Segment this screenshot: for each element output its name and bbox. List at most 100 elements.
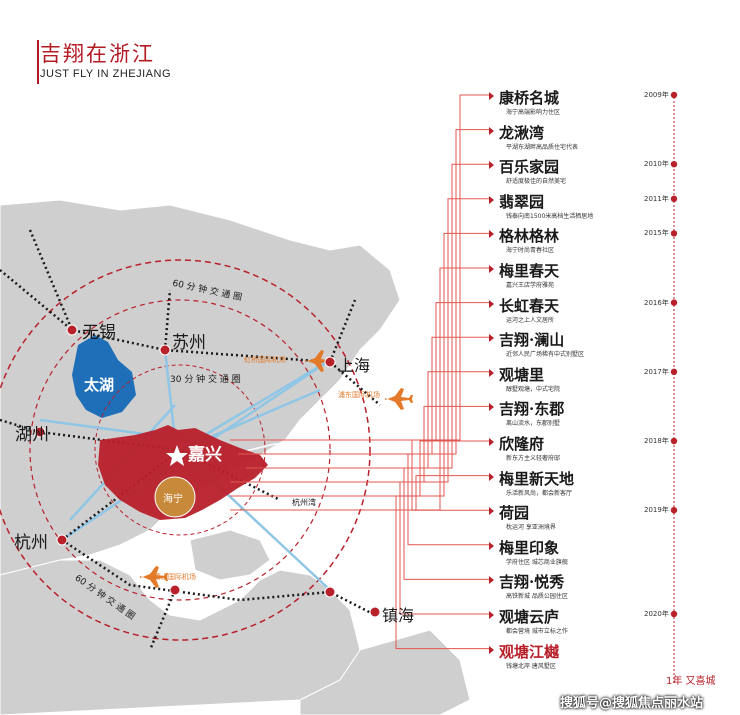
timeline-item: 观塘江樾钱塘北岸 唐风墅区 bbox=[489, 642, 662, 675]
project-name: 观塘江樾 bbox=[499, 642, 560, 661]
taihu-lake bbox=[72, 335, 136, 418]
rail-routes bbox=[0, 229, 381, 651]
title-accent-bar bbox=[37, 40, 39, 84]
timeline-item: 梅里印象学府住区 城芯商业旗舰 bbox=[489, 539, 662, 571]
city-dot-zhenhai bbox=[369, 606, 381, 618]
bay-label: 杭州湾 bbox=[292, 498, 316, 507]
timeline-item-marker bbox=[489, 645, 494, 654]
city-dot-hangzhou bbox=[56, 534, 68, 546]
project-desc: 海宁时尚青春社区 bbox=[506, 247, 555, 255]
project-year: 2020年 bbox=[644, 610, 669, 618]
lake-label-taihu: 太湖 bbox=[84, 376, 115, 394]
project-desc: 学府住区 城芯商业旗舰 bbox=[506, 558, 568, 566]
project-year: 2017年 bbox=[644, 367, 669, 376]
project-name: 长虹春天 bbox=[499, 296, 560, 315]
project-name: 翡翠园 bbox=[499, 192, 545, 211]
city-label-zhenhai: 镇海 bbox=[382, 606, 415, 625]
timeline-item: 欣隆府新东方主义轻奢府邸 2018年 bbox=[489, 435, 669, 467]
city-label-shanghai: 上海 bbox=[338, 356, 371, 375]
project-desc: 平湖东湖畔高品质住宅代表 bbox=[506, 143, 579, 151]
timeline-item: 吉翔·悦秀高铁新城 品质公园住区 bbox=[489, 573, 662, 605]
leader-lines bbox=[230, 94, 492, 650]
city-label-hangzhou: 杭州 bbox=[14, 533, 48, 553]
airport-label-xiaoshan: 萧山国际机场 bbox=[154, 573, 196, 581]
land-area bbox=[0, 199, 471, 715]
haining-area bbox=[154, 476, 196, 518]
page-subtitle: JUST FLY IN ZHEJIANG bbox=[40, 68, 172, 80]
project-name: 龙湫湾 bbox=[499, 123, 545, 142]
watermark-text: 搜狐号@搜狐焦点丽水站 bbox=[560, 696, 704, 711]
city-dot-pinghu bbox=[324, 586, 336, 598]
project-year: 2016年 bbox=[644, 298, 669, 307]
project-desc: 嘉兴王店学府雅苑 bbox=[506, 282, 555, 289]
airport-icons bbox=[140, 350, 413, 588]
timeline-dot bbox=[670, 91, 678, 99]
timeline-dots bbox=[670, 91, 678, 618]
project-desc: 近邻人民广场稀有中式别墅区 bbox=[506, 351, 585, 359]
leader-line bbox=[238, 475, 492, 511]
timeline-item: 吉翔·东郡离山流水，东郡别墅 bbox=[489, 400, 662, 432]
ring-60-outer bbox=[0, 259, 371, 641]
timeline-dot bbox=[670, 437, 678, 445]
leader-line bbox=[262, 467, 492, 580]
city-label-huzhou: 湖州 bbox=[15, 425, 49, 445]
airport-label-pudong: 浦东国际机场 bbox=[338, 391, 380, 399]
project-desc: 舒适度极佳的自然美宅 bbox=[506, 178, 567, 186]
project-name: 吉翔·东郡 bbox=[499, 400, 565, 419]
project-name: 康桥名城 bbox=[499, 89, 560, 107]
project-name: 吉翔·悦秀 bbox=[499, 573, 565, 592]
project-name: 梅里新天地 bbox=[499, 469, 575, 488]
project-name: 吉翔·澜山 bbox=[499, 331, 565, 350]
timeline-item-marker bbox=[489, 507, 494, 516]
timeline-item: 格林格林海宁时尚青春社区 2015年 bbox=[489, 227, 669, 259]
city-dot-shanghai bbox=[324, 356, 336, 368]
city-label-haining: 海宁 bbox=[163, 494, 183, 505]
timeline-item-marker bbox=[489, 438, 494, 446]
timeline-item-marker bbox=[489, 230, 494, 239]
project-desc: 运河之上人文居所 bbox=[506, 316, 555, 324]
project-name: 欣隆府 bbox=[499, 435, 545, 453]
timeline-dot bbox=[670, 195, 678, 202]
project-name: 观塘云庐 bbox=[499, 608, 560, 626]
timeline-item-marker bbox=[489, 403, 494, 412]
timeline-item-marker bbox=[489, 334, 494, 343]
ring-30 bbox=[94, 364, 266, 536]
project-year: 2015年 bbox=[644, 229, 669, 238]
project-name: 格林格林 bbox=[499, 227, 560, 246]
timeline-item-marker bbox=[489, 541, 494, 550]
timeline-dot bbox=[670, 368, 678, 375]
city-dot-wuxi bbox=[66, 324, 78, 336]
city-label-suzhou: 苏州 bbox=[172, 333, 206, 353]
timeline-item-marker bbox=[489, 611, 494, 619]
timeline-item: 龙湫湾平湖东湖畔高品质住宅代表 bbox=[489, 123, 662, 156]
timeline-item: 梅里春天嘉兴王店学府雅苑 bbox=[489, 262, 662, 294]
timeline-item-marker bbox=[489, 472, 494, 481]
airplane-icon bbox=[140, 566, 168, 588]
timeline-item: 吉翔·澜山近邻人民广场稀有中式别墅区 bbox=[489, 331, 662, 363]
timeline-item-marker bbox=[489, 195, 494, 204]
project-desc: 钱塘北岸 唐风墅区 bbox=[506, 662, 556, 670]
project-year: 2019年 bbox=[644, 506, 669, 515]
timeline-item-marker bbox=[489, 265, 494, 273]
project-year: 2018年 bbox=[644, 437, 669, 445]
project-desc: 枕运河 享亚洲境界 bbox=[506, 524, 556, 532]
airport-label-hongqiao: 虹桥国际机场 bbox=[244, 356, 286, 364]
project-desc: 醇墅观塘，中式宅院 bbox=[506, 385, 561, 393]
city-dot-suzhou bbox=[159, 344, 171, 356]
timeline-item: 观塘云庐都会营境 城市立标之作 2020年 bbox=[489, 608, 669, 640]
leader-line bbox=[230, 481, 492, 615]
timeline-dot bbox=[670, 161, 678, 168]
ring-60-inner bbox=[29, 299, 331, 601]
project-name: 梅里春天 bbox=[499, 262, 560, 280]
project-year: 2011年 bbox=[644, 194, 669, 203]
leader-line bbox=[254, 453, 492, 546]
project-name: 百乐家园 bbox=[499, 158, 560, 177]
project-desc: 新东方主义轻奢府邸 bbox=[506, 455, 561, 462]
project-desc: 高铁新城 品质公园住区 bbox=[506, 593, 568, 601]
project-desc: 都会营境 城市立标之作 bbox=[506, 628, 568, 635]
